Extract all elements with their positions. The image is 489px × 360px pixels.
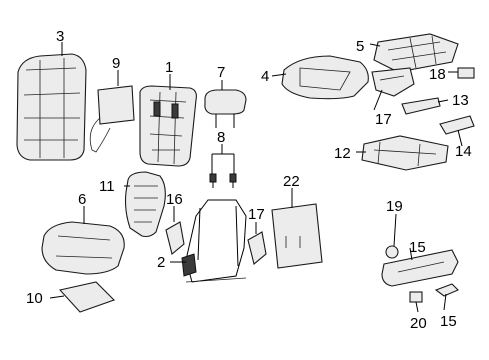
part-bracket-13: [401, 97, 441, 115]
part-back-board: [271, 203, 323, 269]
callout-20: 19: [386, 198, 403, 215]
part-cushion-panel: [58, 281, 116, 313]
part-recliner: [371, 67, 415, 97]
callout-4: 4: [261, 68, 269, 85]
callout-2: 2: [157, 254, 165, 271]
part-rail-cover: [439, 115, 475, 135]
callout-21: 20: [410, 315, 427, 332]
part-button: [409, 291, 423, 303]
callout-14: 14: [455, 143, 472, 160]
callout-7: 7: [217, 64, 225, 81]
part-seat-frame-upper: [373, 33, 459, 73]
part-knob: [385, 245, 399, 259]
callout-19: 18: [429, 66, 446, 83]
part-headrest-guides: [209, 173, 237, 188]
part-seat-track: [361, 135, 449, 171]
part-lumbar: [124, 171, 166, 238]
part-seat-frame: [181, 199, 247, 283]
callout-15: 15: [440, 313, 457, 330]
part-clip: [457, 67, 475, 79]
callout-11: 11: [99, 178, 115, 195]
part-headrest: [204, 89, 247, 128]
part-back-panel: [89, 85, 135, 153]
callout-22: 22: [283, 173, 300, 190]
callouts: 3 9 1 7 4 5 18 17 13 14 12 8 11 6 10 16 …: [26, 28, 472, 332]
callout-10: 10: [26, 290, 43, 307]
part-side-shield: [381, 249, 459, 287]
callout-3: 3: [56, 28, 64, 45]
callout-1: 1: [165, 59, 173, 76]
callout-12: 12: [334, 145, 351, 162]
callout-17-left: 16: [166, 191, 183, 208]
part-seatback-frame: [139, 85, 197, 167]
part-seatback-cover: [16, 53, 87, 161]
callout-9: 9: [112, 55, 120, 72]
part-cushion-cover: [41, 221, 125, 275]
callout-5: 5: [356, 38, 364, 55]
part-side-cover-right: [247, 231, 267, 265]
callout-18: 17: [375, 111, 392, 128]
callout-13: 13: [452, 92, 469, 109]
part-cushion-pad: [281, 55, 369, 100]
part-side-cover-left: [165, 221, 185, 255]
leader-lines: [49, 42, 463, 313]
callout-17-right: 17: [248, 206, 265, 223]
callout-8: 8: [217, 129, 225, 146]
callout-16: 15: [409, 239, 426, 256]
part-handle: [434, 283, 459, 297]
callout-6: 6: [78, 191, 86, 208]
